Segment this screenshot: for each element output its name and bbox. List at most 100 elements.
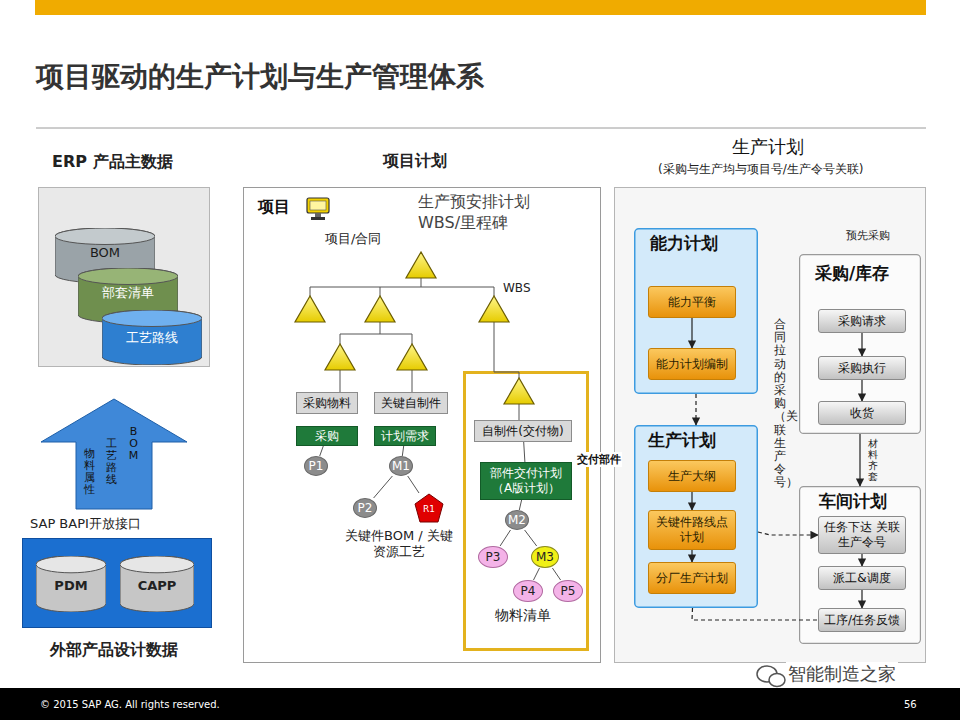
box-label: 关键件路线点计划 bbox=[651, 515, 733, 545]
box-label: CAPP bbox=[138, 578, 177, 594]
box-label: 能力计划编制 bbox=[656, 357, 728, 372]
box-label: 派工&调度 bbox=[833, 571, 890, 586]
cylinder-body bbox=[120, 556, 194, 612]
top-bar bbox=[35, 0, 926, 15]
group-heading: 车间计划 bbox=[819, 490, 887, 513]
connector bbox=[534, 568, 540, 580]
box-label: R1 bbox=[423, 504, 435, 515]
box-label: 分厂生产计划 bbox=[656, 571, 728, 586]
cylinder-top bbox=[78, 268, 178, 285]
box-label: 能力平衡 bbox=[668, 295, 716, 310]
plan-box: 部件交付计划（A版计划） bbox=[480, 462, 572, 500]
cylinder-top bbox=[55, 228, 155, 245]
item-ellipse: P1 bbox=[304, 456, 328, 476]
connector bbox=[861, 590, 862, 608]
data-panel: ERP 产品主数据BOM部套清单工艺路线 bbox=[38, 187, 210, 367]
item-ellipse: M1 bbox=[389, 456, 413, 476]
group-box-outline bbox=[635, 229, 758, 394]
interface-arrow: 物料属性工艺路线BOM bbox=[40, 398, 188, 510]
dashed-connector bbox=[758, 532, 818, 535]
box-label: PDM bbox=[54, 578, 87, 594]
process-box: 采购执行 bbox=[818, 356, 906, 380]
process-box: 生产大纲 bbox=[648, 460, 736, 492]
project-panel-outline bbox=[244, 188, 601, 663]
group-heading: 生产计划 bbox=[648, 429, 716, 452]
box-label: 采购物料 bbox=[303, 396, 351, 411]
process-box: 能力计划编制 bbox=[648, 348, 736, 380]
arrow-text: 物料属性 bbox=[84, 448, 95, 496]
connector bbox=[859, 434, 860, 486]
group-box: 采购/库存采购请求采购执行收货 bbox=[799, 254, 921, 434]
cylinder-top bbox=[102, 310, 202, 327]
purchase-note: 合同拉动的采购（关联生产令号） bbox=[774, 318, 786, 489]
design-panel: 外部产品设计数据PDMCAPP bbox=[22, 538, 212, 628]
box-label: BOM bbox=[90, 245, 120, 261]
page-number: 56 bbox=[904, 699, 917, 710]
connector bbox=[861, 333, 862, 356]
bom-frame: 物料清单自制件(交付物)部件交付计划（A版计划）M2P3M3P4P5 bbox=[463, 371, 589, 651]
process-box: 派工&调度 bbox=[818, 566, 906, 590]
connector bbox=[861, 380, 862, 401]
box-label: 工艺路线 bbox=[126, 330, 178, 346]
box-label: 采购 bbox=[315, 429, 339, 444]
box-label: 部件交付计划（A版计划） bbox=[483, 466, 569, 496]
bom-frame-outline bbox=[465, 373, 588, 650]
box-label: 任务下达 关联生产令号 bbox=[821, 520, 903, 550]
box-label: 关键自制件 bbox=[381, 396, 441, 411]
box-label: 采购执行 bbox=[838, 361, 886, 376]
group-heading: (采购与生产均与项目号/生产令号关联) bbox=[658, 161, 863, 178]
item-ellipse: P2 bbox=[353, 498, 377, 518]
group-heading: 物料清单 bbox=[495, 607, 551, 625]
box-label: P2 bbox=[358, 501, 373, 516]
page-title: 项目驱动的生产计划与生产管理体系 bbox=[36, 58, 484, 96]
connector bbox=[525, 530, 537, 546]
project-panel: 项目计划采购物料采购关键自制件计划需求P1M1P2R1物料清单自制件(交付物)部… bbox=[243, 187, 601, 663]
wbs-label: WBS bbox=[503, 281, 531, 295]
item-ellipse: M2 bbox=[505, 510, 529, 530]
connector bbox=[519, 500, 521, 510]
group-box-outline bbox=[635, 426, 758, 608]
dashed-connector bbox=[695, 394, 696, 425]
assembly-ellipse: M3 bbox=[531, 546, 559, 568]
box-label: M2 bbox=[508, 513, 526, 528]
prepurchase-label: 预先采购 bbox=[846, 228, 890, 243]
connector bbox=[320, 446, 324, 456]
box-label: 收货 bbox=[850, 406, 874, 421]
box-label: 工序/任务反馈 bbox=[824, 613, 900, 628]
process-box: 能力平衡 bbox=[648, 286, 736, 318]
bom-note: 关键件BOM / 关键资源工艺 bbox=[340, 528, 458, 561]
watermark: 智能制造之家 bbox=[786, 662, 898, 686]
project-icon bbox=[307, 198, 329, 220]
box-label: P4 bbox=[521, 584, 536, 599]
database-cylinder: PDM bbox=[36, 556, 106, 612]
group-heading: 外部产品设计数据 bbox=[50, 640, 178, 661]
group-box: 生产计划生产大纲关键件路线点计划分厂生产计划 bbox=[634, 425, 758, 608]
connector bbox=[374, 476, 393, 498]
material-box: 自制件(交付物) bbox=[474, 420, 572, 442]
data-panel-outline bbox=[39, 188, 210, 367]
group-heading: 生产计划 bbox=[732, 135, 804, 159]
wechat-icon bbox=[757, 666, 785, 687]
connector bbox=[552, 568, 560, 580]
interface-label: SAP BAPI开放接口 bbox=[30, 515, 141, 533]
plan-box: 采购 bbox=[296, 426, 358, 446]
process-box: 任务下达 关联生产令号 bbox=[818, 516, 906, 554]
connector bbox=[861, 554, 862, 566]
box-label: 采购请求 bbox=[838, 314, 886, 329]
box-label: 生产大纲 bbox=[668, 469, 716, 484]
group-heading: 项目计划 bbox=[383, 151, 447, 172]
box-label: 计划需求 bbox=[381, 429, 429, 444]
group-heading: ERP 产品主数据 bbox=[52, 152, 173, 173]
box-label: 自制件(交付物) bbox=[482, 424, 563, 439]
delivery-label: 交付部件 bbox=[576, 452, 622, 467]
contract-label: 项目/合同 bbox=[325, 230, 381, 248]
production-panel: 生产计划(采购与生产均与项目号/生产令号关联)能力计划能力平衡能力计划编制生产计… bbox=[614, 187, 926, 663]
process-box: 分厂生产计划 bbox=[648, 562, 736, 594]
part-ellipse: P4 bbox=[513, 580, 543, 602]
database-cylinder: CAPP bbox=[120, 556, 194, 612]
resource-pentagon: R1 bbox=[414, 493, 444, 523]
plan-box: 计划需求 bbox=[374, 426, 436, 446]
part-ellipse: P3 bbox=[478, 546, 508, 568]
material-box: 采购物料 bbox=[296, 392, 358, 414]
group-heading: 采购/库存 bbox=[815, 262, 889, 285]
